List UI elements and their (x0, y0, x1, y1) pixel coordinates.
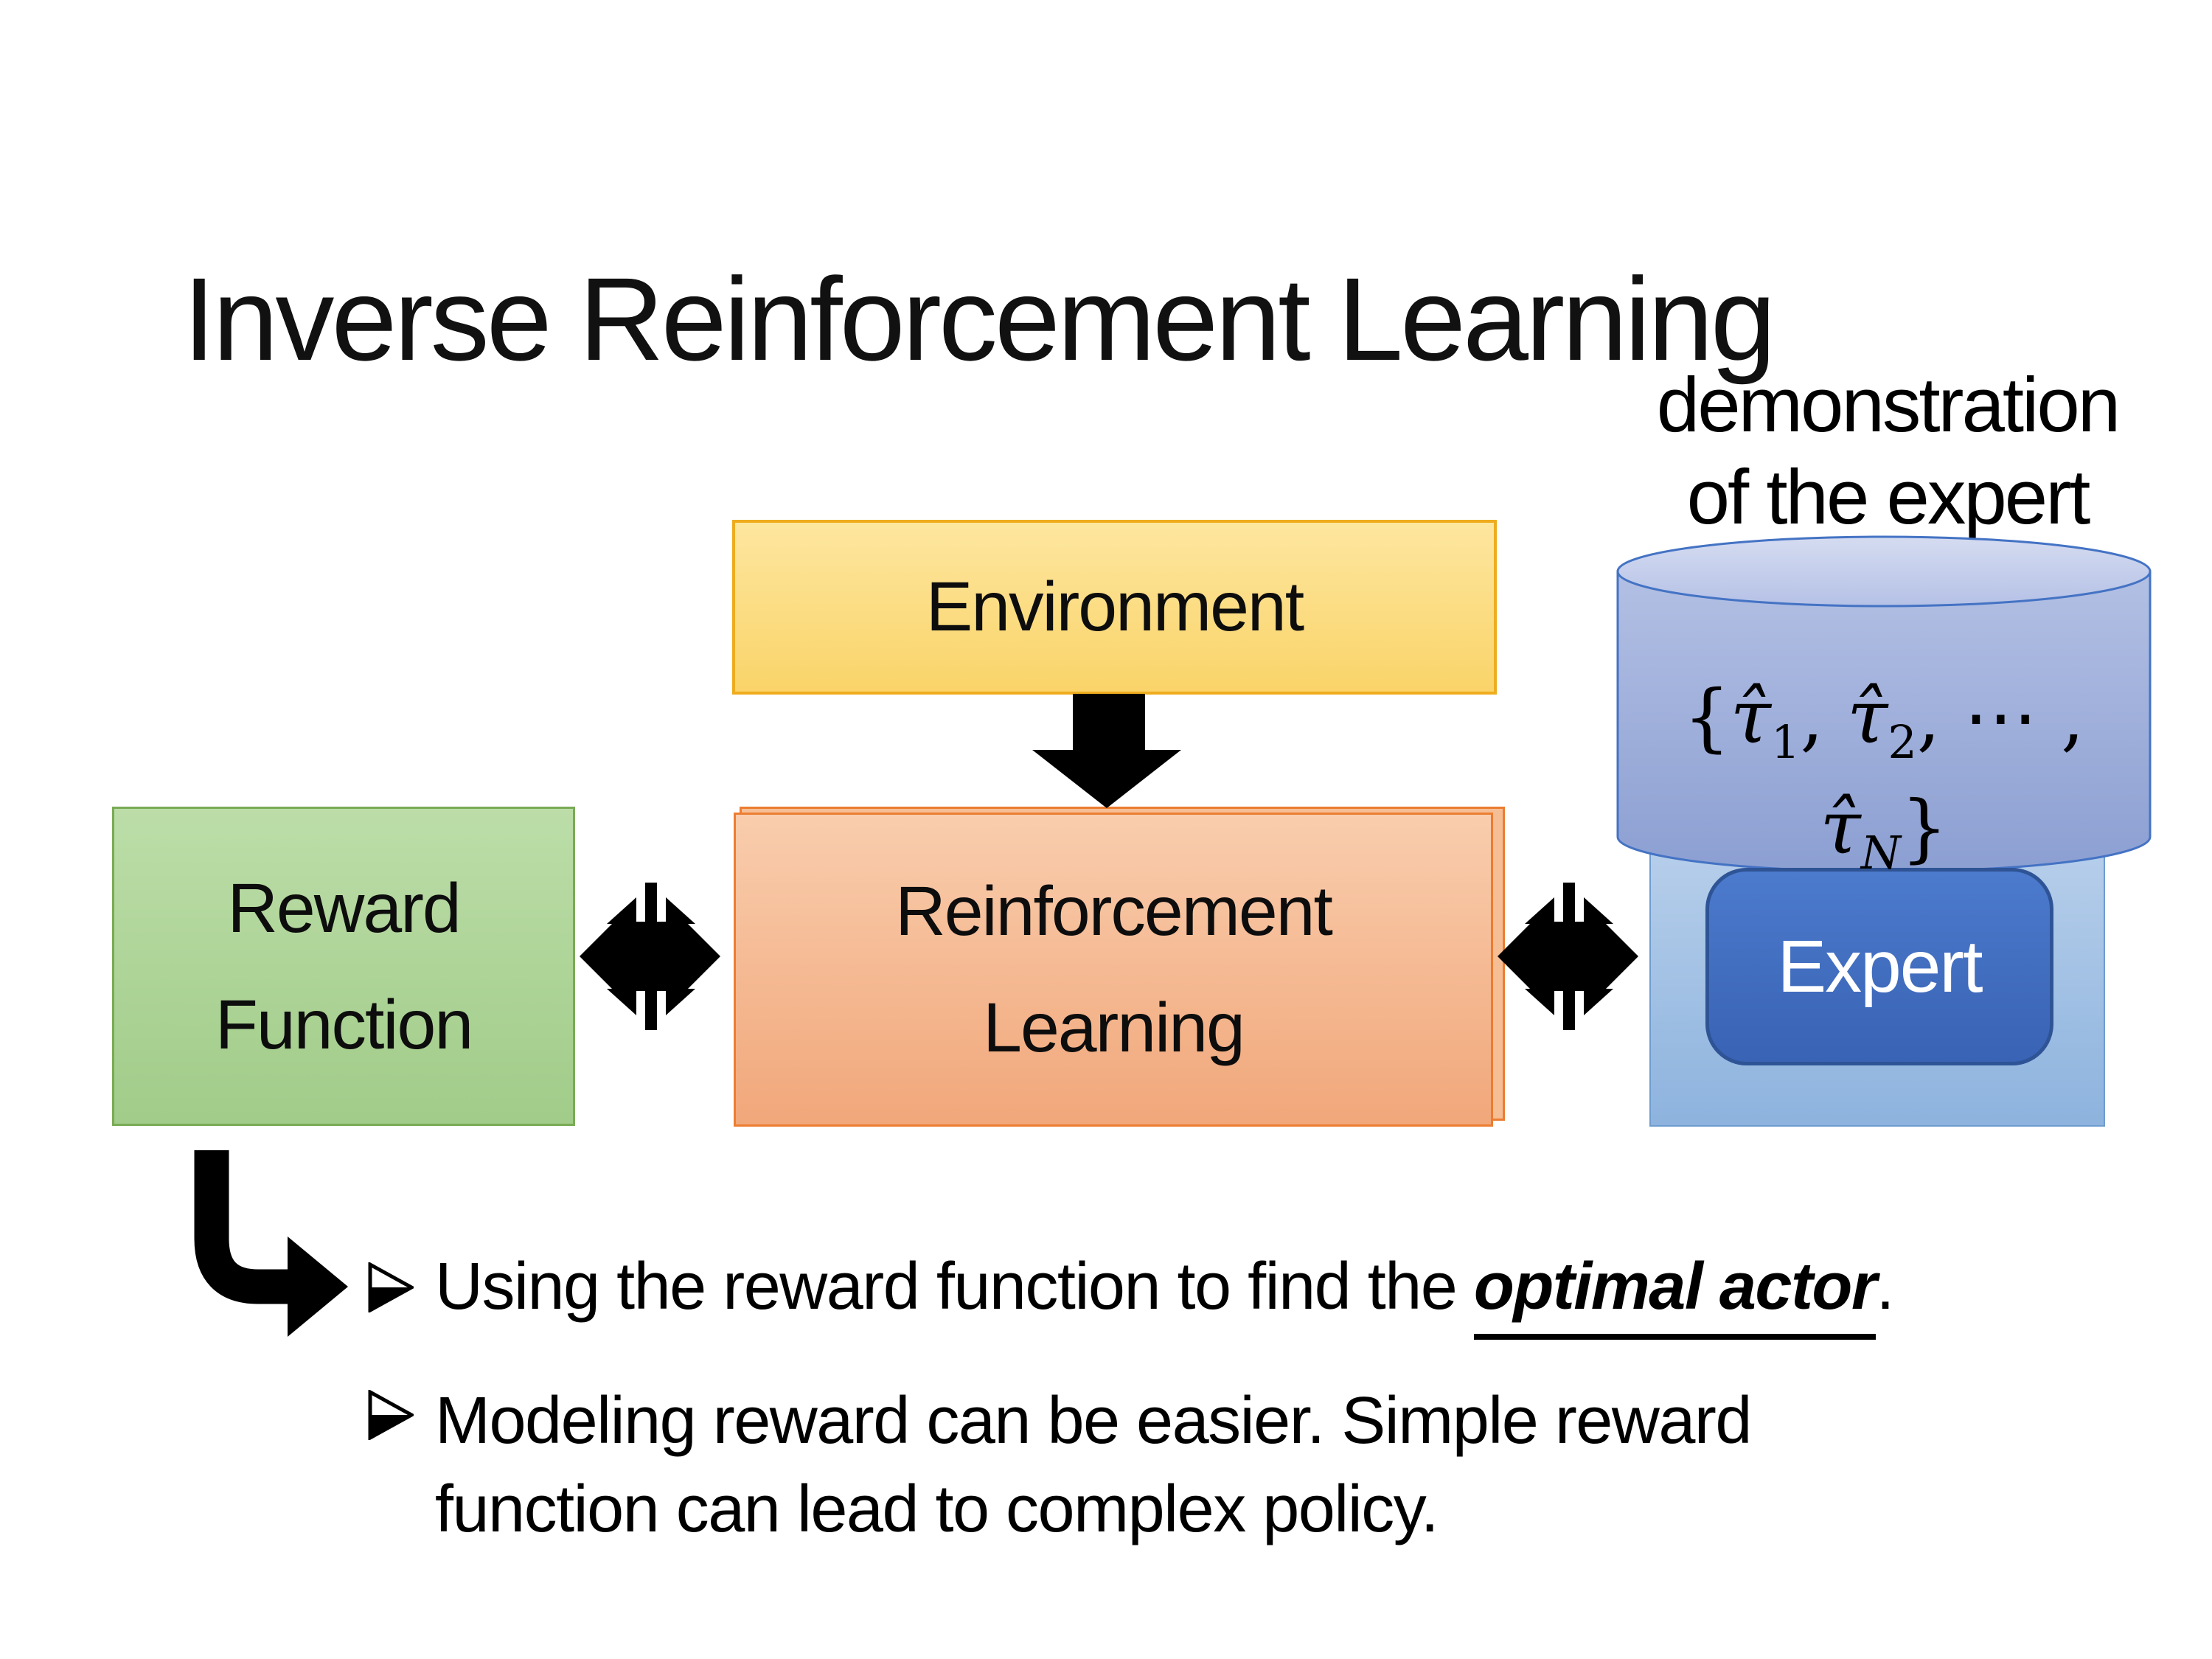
environment-box: Environment (732, 520, 1497, 695)
bullet1-prefix: Using the reward function to find the (435, 1250, 1474, 1324)
reward-function-label-line2: Function (215, 985, 473, 1064)
formula-open-brace: { (1683, 674, 1731, 760)
environment-label: Environment (925, 568, 1304, 646)
formula-dots: , ⋯ , (1916, 674, 2084, 760)
bullet2-line2: function can lead to complex policy. (435, 1472, 1439, 1546)
formula-sub-1: 1 (1770, 715, 1801, 769)
double-arrow-icon-rl-expert (1498, 883, 1638, 1030)
formula-close-brace: } (1900, 785, 1948, 871)
reinforcement-learning-box: Reinforcement Learning (734, 813, 1493, 1127)
expert-box: Expert (1705, 868, 2053, 1065)
page-title: Inverse Reinforcement Learning (183, 253, 1776, 386)
bullet1-suffix: . (1876, 1250, 1894, 1324)
formula-sep-1: , (1800, 674, 1848, 760)
demonstration-label-line2: of the expert (1686, 454, 2091, 540)
bullet-item-optimal-actor: Using the reward function to find the op… (435, 1249, 1894, 1340)
formula-tau-n: τ̂ (1820, 785, 1861, 871)
formula-sub-2: 2 (1888, 715, 1917, 769)
formula-sub-n: N (1860, 826, 1901, 880)
reward-function-box: Reward Function (112, 807, 575, 1126)
reinforcement-learning-label-line1: Reinforcement (895, 872, 1333, 950)
expert-label: Expert (1777, 925, 1983, 1008)
bullet1-emphasis: optimal actor (1473, 1250, 1877, 1340)
bullet-arrowhead-icon (368, 1262, 414, 1312)
demonstration-label-line1: demonstration (1656, 362, 2121, 448)
database-cylinder-icon (1616, 535, 2152, 873)
formula-tau-1: τ̂ (1730, 674, 1771, 760)
bullet-arrowhead-icon (368, 1390, 414, 1440)
double-arrow-icon-reward-rl (580, 883, 720, 1030)
expert-demonstrations-formula: {τ̂1, τ̂2, ⋯ , τ̂N} (1622, 662, 2146, 883)
bullet2-line1: Modeling reward can be easier. Simple re… (435, 1384, 1752, 1458)
formula-tau-2: τ̂ (1847, 674, 1888, 760)
demonstration-label: demonstration of the expert (1607, 359, 2168, 543)
bullet-item-modeling-reward: Modeling reward can be easier. Simple re… (435, 1377, 1752, 1554)
reward-function-label-line1: Reward (227, 869, 461, 947)
bent-arrow-icon (194, 1150, 348, 1337)
reinforcement-learning-label-line2: Learning (983, 989, 1245, 1067)
down-arrow-icon (1032, 694, 1181, 808)
